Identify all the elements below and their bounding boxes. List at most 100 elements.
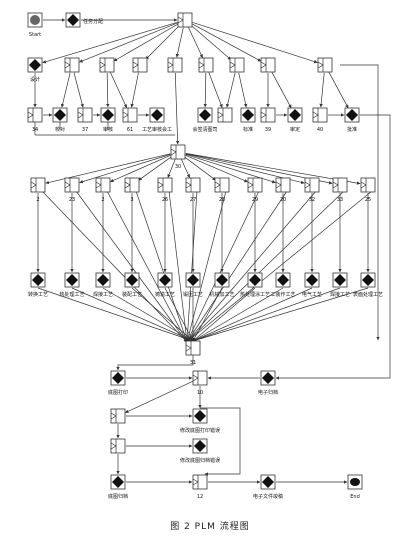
- label-start: Start: [29, 32, 41, 38]
- connector: [106, 72, 110, 108]
- connector: [208, 72, 223, 108]
- connector: [102, 287, 194, 342]
- label-rj12: 25: [365, 197, 371, 203]
- task-assign-diamond-icon: [67, 14, 79, 26]
- label-n12: 12: [197, 494, 203, 500]
- junction-n37: [77, 107, 93, 123]
- connector: [138, 156, 172, 181]
- junction-n39-glyph: [260, 108, 267, 122]
- connector: [186, 190, 288, 343]
- connector: [131, 287, 194, 342]
- junction-j_e: [198, 57, 214, 73]
- connector: [192, 287, 256, 342]
- task-t12-diamond-icon: [362, 274, 374, 286]
- connector: [79, 22, 178, 63]
- label-t2: 热处理工艺: [59, 291, 84, 298]
- label-t5: 铸造工艺: [155, 291, 175, 298]
- junction-rj7-glyph: [214, 178, 221, 192]
- junction-hub1-glyph: [177, 13, 184, 27]
- label-standard: 标准: [243, 126, 253, 133]
- junction-j_c-glyph: [132, 58, 139, 72]
- label-cost: 会签清图司: [192, 126, 217, 133]
- label-tech: 工艺审核会工: [142, 126, 172, 133]
- task-standard-diamond-icon: [242, 109, 254, 121]
- junction-fix2-glyph: [110, 439, 117, 453]
- junction-hub2-glyph: [170, 145, 177, 159]
- connector: [191, 23, 262, 62]
- task-t11-diamond-icon: [334, 274, 346, 286]
- label-t8: 热处理涂工艺: [240, 291, 270, 298]
- connector: [185, 190, 198, 343]
- label-rj7: 28: [219, 197, 225, 203]
- label-end: End: [350, 494, 360, 500]
- label-rj8: 29: [252, 197, 258, 203]
- junction-rj4: [124, 177, 140, 193]
- connector: [225, 72, 236, 108]
- start-circle-icon: [30, 15, 40, 25]
- label-rj4: 3: [130, 197, 133, 203]
- connector: [185, 154, 248, 183]
- task-t4-diamond-icon: [126, 274, 138, 286]
- junction-j_a-glyph: [64, 58, 71, 72]
- loop-connector: [340, 64, 380, 341]
- junction-rj11-glyph: [332, 178, 339, 192]
- label-ratify: 批准: [347, 126, 357, 133]
- task-print-diamond-icon: [112, 372, 124, 384]
- connector: [41, 190, 188, 343]
- connector: [328, 71, 349, 109]
- connector: [186, 190, 227, 343]
- connector: [164, 287, 194, 342]
- junction-rj10: [304, 177, 320, 193]
- label-efile: 电子文件竣稿: [253, 493, 283, 500]
- connector: [319, 72, 325, 108]
- junction-n40: [312, 107, 328, 123]
- label-design: 设计: [30, 76, 40, 83]
- connector: [271, 71, 292, 109]
- label-n34: 34: [32, 127, 38, 133]
- junction-j_h-glyph: [317, 58, 324, 72]
- junction-n40-glyph: [312, 108, 319, 122]
- label-n10: 10: [197, 390, 203, 396]
- label-t11: 焊接工艺: [330, 291, 350, 298]
- junction-fix2: [110, 438, 126, 454]
- junction-n61: [122, 107, 138, 123]
- label-t9: 工装作工艺: [270, 291, 295, 298]
- connector: [37, 287, 194, 342]
- connector: [145, 25, 180, 60]
- label-hub3: 31: [190, 360, 196, 366]
- connector: [116, 355, 194, 371]
- connector: [186, 190, 373, 343]
- label-approve: 审定: [290, 126, 300, 133]
- connector: [192, 287, 341, 342]
- label-n61: 61: [127, 127, 133, 133]
- label-t1: 转换工艺: [28, 291, 48, 298]
- junction-j_b-glyph: [99, 58, 106, 72]
- connector: [186, 190, 317, 343]
- junction-rj12: [360, 177, 376, 193]
- connector: [192, 287, 223, 342]
- connector: [110, 154, 171, 183]
- label-n37: 37: [82, 127, 88, 133]
- connector: [186, 190, 260, 343]
- junction-n61-glyph: [122, 108, 129, 122]
- junction-hub2: [170, 144, 186, 160]
- end-circle-icon: [350, 478, 360, 486]
- junction-rj7: [214, 177, 230, 193]
- label-fixp: 修改底图打印错误: [180, 427, 220, 434]
- label-edoc: 电子归档: [258, 389, 278, 396]
- label-fixa: 修改底图归档错误: [180, 457, 220, 464]
- task-t1-diamond-icon: [32, 274, 44, 286]
- task-t8-diamond-icon: [249, 274, 261, 286]
- connector: [185, 153, 361, 185]
- label-rj9: 20: [280, 197, 286, 203]
- junction-fix1: [110, 408, 126, 424]
- label-n40: 40: [317, 127, 323, 133]
- junction-j_g: [260, 57, 276, 73]
- task-ratify-diamond-icon: [346, 109, 358, 121]
- junction-hub3-glyph: [185, 341, 192, 355]
- task-t3-diamond-icon: [97, 274, 109, 286]
- label-rj2: 23: [69, 197, 75, 203]
- junction-j_h: [317, 57, 333, 73]
- junction-rj9-glyph: [275, 178, 282, 192]
- task-proofread-diamond-icon: [54, 109, 66, 121]
